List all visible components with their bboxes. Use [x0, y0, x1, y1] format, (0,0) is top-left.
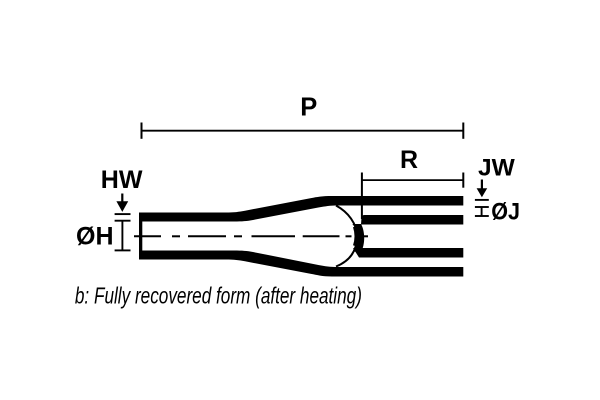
svg-text:ØH: ØH: [76, 223, 114, 251]
svg-text:b: Fully recovered form (after: b: Fully recovered form (after heating): [75, 284, 362, 309]
svg-text:ØJ: ØJ: [491, 197, 520, 225]
svg-text:HW: HW: [101, 166, 143, 194]
svg-text:JW: JW: [478, 154, 516, 181]
svg-text:R: R: [400, 146, 418, 174]
svg-text:P: P: [300, 93, 317, 121]
